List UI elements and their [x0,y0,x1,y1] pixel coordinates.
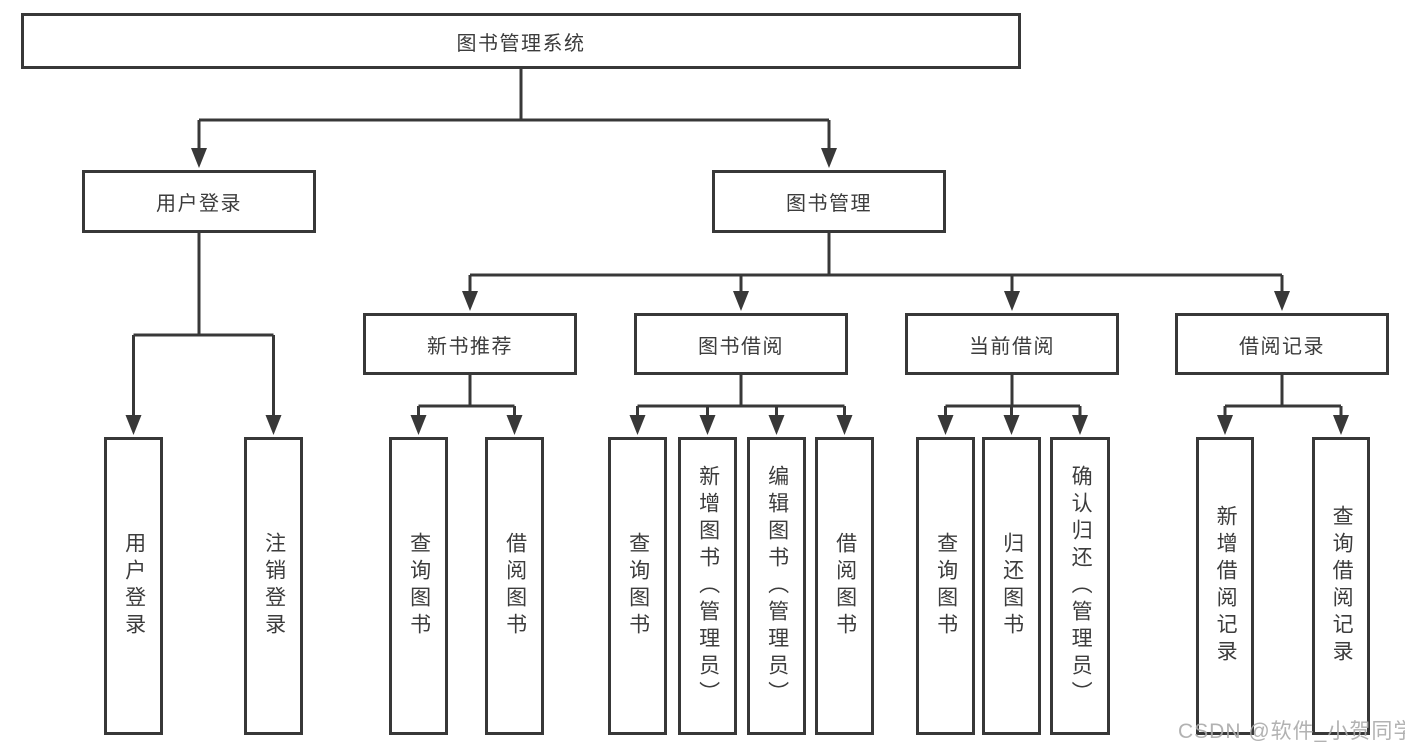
node-book-mgmt-label: 图书管理 [786,193,872,215]
leaf-add-borrow-record: 新增借阅记录 [1196,437,1254,735]
leaf-edit-book-admin-label: 编辑图书（管理员） [765,464,789,708]
node-user-login: 用户登录 [82,170,316,233]
leaf-return-book-label: 归还图书 [1000,532,1024,640]
node-book-borrow: 图书借阅 [634,313,848,375]
leaf-borrow-book: 借阅图书 [815,437,874,735]
leaf-borrow-book-newrec-label: 借阅图书 [503,532,527,640]
leaf-borrow-book-label: 借阅图书 [833,532,857,640]
leaf-logout: 注销登录 [244,437,303,735]
node-root: 图书管理系统 [21,13,1021,69]
leaf-user-login-label: 用户登录 [122,532,146,640]
connector-root-to-level2 [191,69,837,168]
leaf-add-book-admin-label: 新增图书（管理员） [696,464,720,708]
node-current-borrow-label: 当前借阅 [969,335,1055,358]
leaf-query-borrow-record: 查询借阅记录 [1312,437,1370,735]
leaf-borrow-book-newrec: 借阅图书 [485,437,544,735]
leaf-edit-book-admin: 编辑图书（管理员） [747,437,806,735]
connector-book-mgmt-to-level3 [462,233,1290,311]
node-current-borrow: 当前借阅 [905,313,1119,375]
node-borrow-record: 借阅记录 [1175,313,1389,375]
connector-user-login-to-leaves [125,233,282,435]
connector-borrow-record-to-leaves [1217,375,1349,435]
leaf-add-book-admin: 新增图书（管理员） [678,437,737,735]
leaf-query-book-newrec: 查询图书 [389,437,448,735]
leaf-add-borrow-record-label: 新增借阅记录 [1214,505,1238,667]
leaf-query-book-current-label: 查询图书 [934,532,958,640]
leaf-confirm-return-admin: 确认归还（管理员） [1050,437,1110,735]
leaf-user-login: 用户登录 [104,437,163,735]
connector-new-book-to-leaves [410,375,523,435]
leaf-confirm-return-admin-label: 确认归还（管理员） [1069,464,1093,708]
leaf-query-book-newrec-label: 查询图书 [407,532,431,640]
leaf-query-book-current: 查询图书 [916,437,975,735]
csdn-watermark: CSDN @软件_小贺同学 [1178,720,1405,743]
leaf-query-borrow-record-label: 查询借阅记录 [1330,505,1354,667]
leaf-query-book-borrow: 查询图书 [608,437,667,735]
node-root-label: 图书管理系统 [456,32,586,55]
node-book-borrow-label: 图书借阅 [698,335,784,358]
node-borrow-record-label: 借阅记录 [1239,335,1325,358]
node-new-book-rec: 新书推荐 [363,313,577,375]
node-new-book-rec-label: 新书推荐 [427,335,513,358]
leaf-query-book-borrow-label: 查询图书 [626,532,650,640]
leaf-return-book: 归还图书 [982,437,1041,735]
node-book-mgmt: 图书管理 [712,170,946,233]
leaf-logout-label: 注销登录 [262,532,286,640]
connector-book-borrow-to-leaves [629,375,853,435]
connector-current-borrow-to-leaves [937,375,1088,435]
node-user-login-label: 用户登录 [156,193,242,215]
